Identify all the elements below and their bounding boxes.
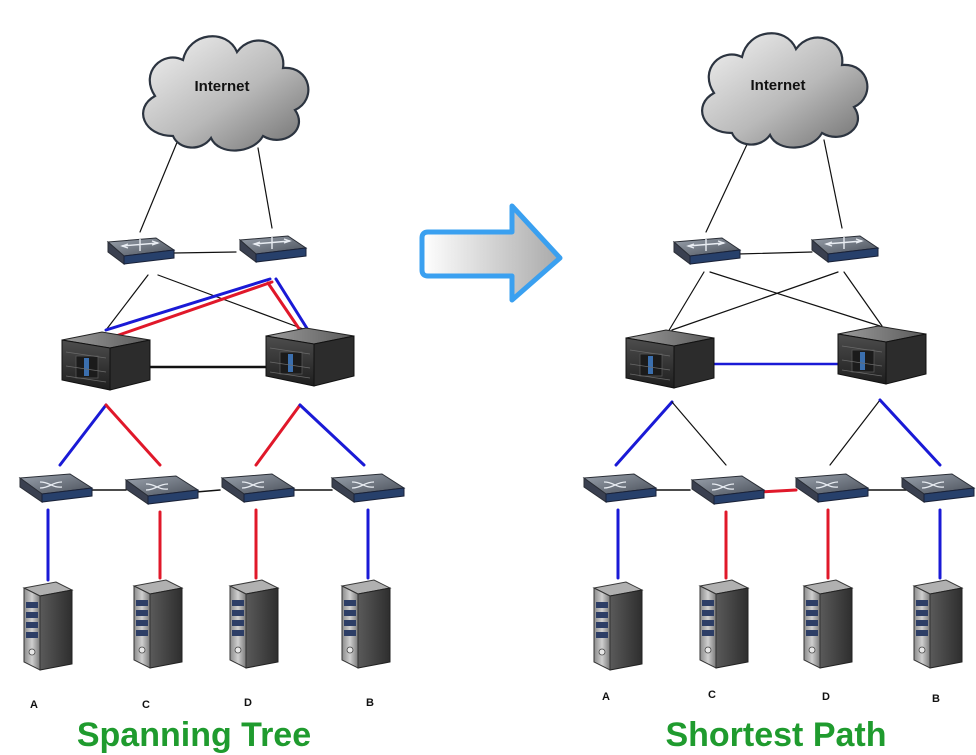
- core-switch-icon: [837, 325, 927, 385]
- link-core2-access-d: [829, 399, 881, 466]
- internet-label-left: Internet: [194, 78, 249, 95]
- link-core1-access-c: [671, 401, 727, 466]
- link-core2-access-b: [878, 398, 942, 467]
- server-icon: [341, 579, 391, 669]
- host-label: D: [244, 697, 252, 709]
- link-router1-core1: [667, 271, 705, 333]
- server-icon: [913, 579, 963, 669]
- server-icon: [593, 581, 643, 671]
- router-icon: [673, 237, 741, 265]
- internet-label-right: Internet: [750, 77, 805, 94]
- link-core1-access-a: [614, 400, 674, 467]
- right-arrow-icon: [419, 203, 563, 303]
- link-internet-router1: [705, 137, 751, 233]
- server-icon: [229, 579, 279, 669]
- link-router1-core2: [157, 274, 307, 331]
- host-label: B: [366, 697, 374, 709]
- link-router1-core2: [709, 271, 881, 327]
- host-label: C: [708, 689, 716, 701]
- link-router1-router2: [173, 251, 237, 254]
- router-icon: [107, 237, 175, 265]
- link-router2-core1-blue: [104, 277, 272, 332]
- link-router1-router2: [737, 251, 813, 255]
- access-switch-icon: [221, 473, 295, 503]
- router-icon: [811, 235, 879, 263]
- link-access-c-d: [195, 489, 221, 493]
- access-switch-icon: [691, 475, 765, 505]
- server-icon: [699, 579, 749, 669]
- core-switch-icon: [625, 329, 715, 389]
- access-switch-icon: [901, 473, 975, 503]
- shortest-path-title: Shortest Path: [665, 716, 886, 754]
- spanning-tree-links: [46, 139, 370, 582]
- link-internet-router1: [139, 139, 179, 233]
- spanning-tree-title: Spanning Tree: [77, 716, 311, 754]
- host-label: C: [142, 699, 150, 711]
- link-router2-core2-blue: [274, 277, 310, 332]
- access-switch-icon: [795, 473, 869, 503]
- core-switch-icon: [61, 331, 151, 391]
- server-icon: [23, 581, 73, 671]
- spanning-tree-panel: Internet A C D B Spanning Tree: [19, 35, 405, 754]
- host-label: D: [822, 691, 830, 703]
- link-core2-access-d: [254, 403, 302, 467]
- shortest-path-links: [614, 137, 942, 580]
- host-label: A: [30, 699, 38, 711]
- server-icon: [133, 579, 183, 669]
- link-core1-access-c: [104, 403, 162, 467]
- link-router2-core1: [671, 271, 839, 331]
- link-internet-router2: [823, 139, 843, 229]
- access-switch-icon: [125, 475, 199, 505]
- core-switch-icon: [265, 327, 355, 387]
- link-access-c-d-red: [758, 488, 798, 494]
- router-icon: [239, 235, 307, 263]
- internet-cloud-left: Internet: [142, 35, 310, 152]
- link-router1-core1: [105, 274, 149, 331]
- link-internet-router2: [257, 147, 273, 229]
- link-router2-core2: [843, 271, 883, 327]
- server-icon: [803, 579, 853, 669]
- link-core2-access-b: [298, 403, 366, 467]
- host-label: B: [932, 693, 940, 705]
- link-router2-core1-red: [114, 280, 274, 338]
- access-switch-icon: [583, 473, 657, 503]
- access-switch-icon: [19, 473, 93, 503]
- host-label: A: [602, 691, 610, 703]
- access-switch-icon: [331, 473, 405, 503]
- link-core1-access-a: [58, 403, 108, 467]
- shortest-path-panel: Internet A C D B Shortest Path: [583, 32, 975, 754]
- link-router2-core2-red: [266, 281, 304, 335]
- internet-cloud-right: Internet: [701, 32, 869, 149]
